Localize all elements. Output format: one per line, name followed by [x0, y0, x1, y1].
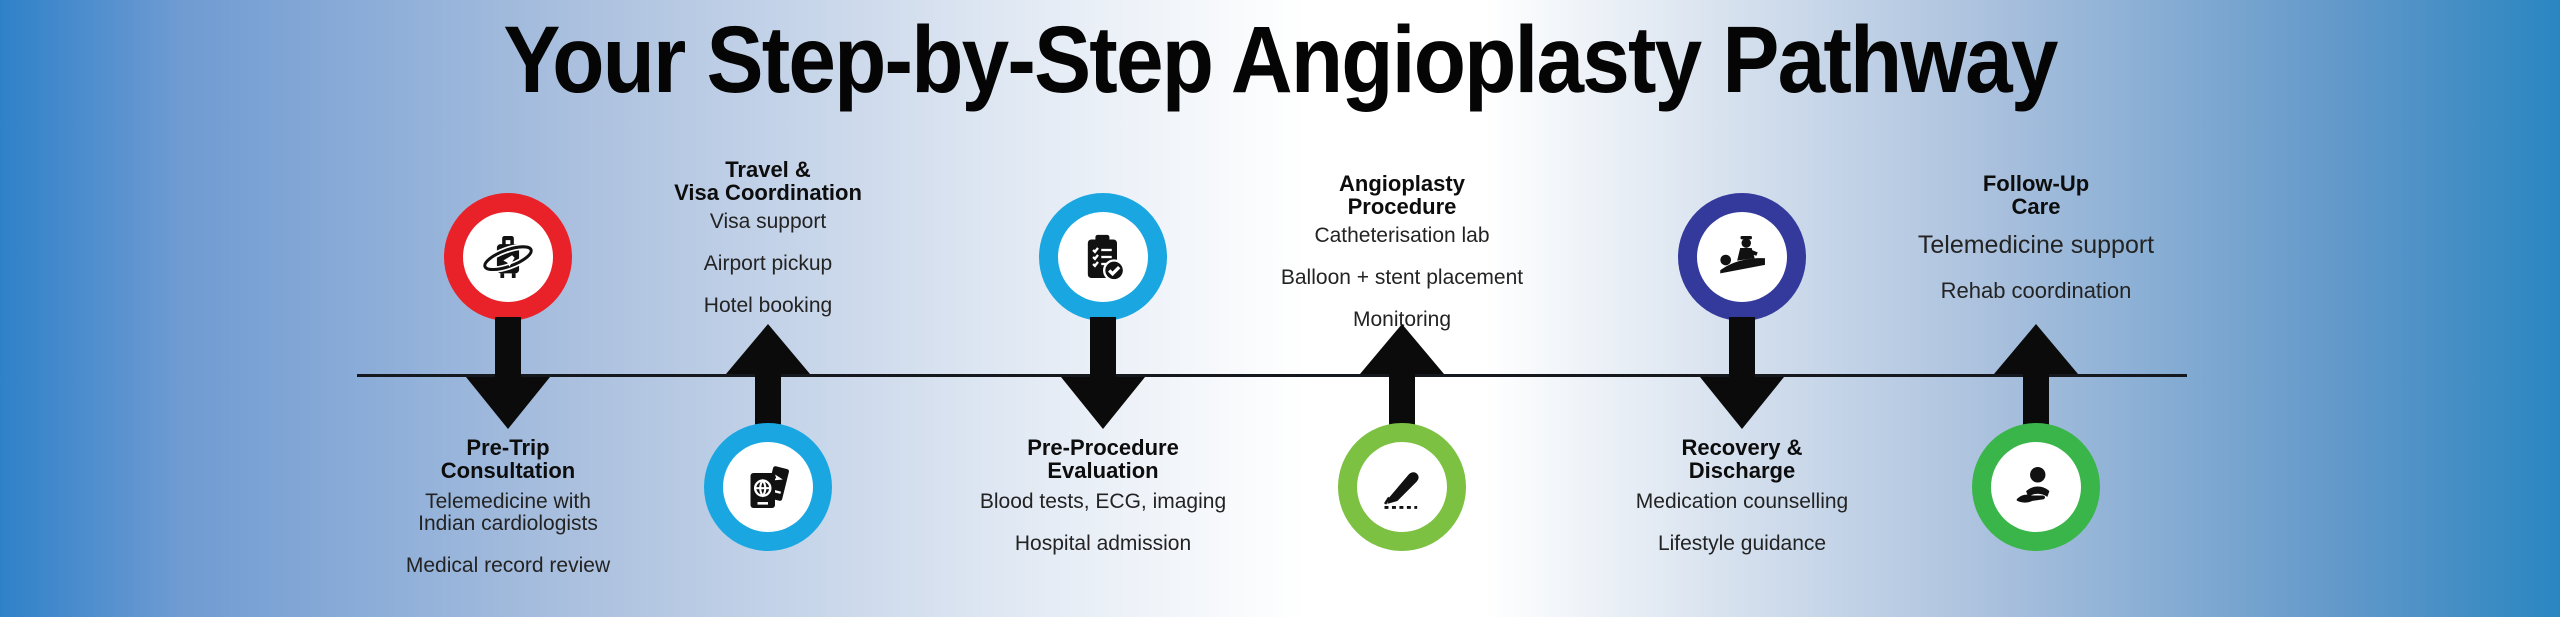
- step-item: Visa support: [709, 210, 827, 233]
- step-circle: [1039, 193, 1167, 321]
- step-item: Blood tests, ECG, imaging: [979, 490, 1227, 513]
- step-item: Hospital admission: [1014, 532, 1192, 555]
- step-title: Pre-Procedure Evaluation: [1027, 435, 1179, 483]
- step-title: Travel & Visa Coordination: [674, 157, 862, 205]
- arrow-stem: [495, 317, 521, 377]
- arrow-down-icon: [466, 377, 550, 429]
- step-circle: [1678, 193, 1806, 321]
- step-title: Follow-Up Care: [1982, 171, 2090, 219]
- step-circle: [704, 423, 832, 551]
- arrow-stem: [1389, 374, 1415, 426]
- step-circle: [444, 193, 572, 321]
- step-item: Hotel booking: [703, 294, 833, 317]
- step-title: Angioplasty Procedure: [1339, 171, 1465, 219]
- step-item: Lifestyle guidance: [1657, 532, 1827, 555]
- step-item: Telemedicine with Indian cardiologists: [418, 490, 598, 535]
- arrow-up-icon: [1360, 324, 1444, 374]
- care-hand-icon: [1991, 442, 2081, 532]
- clipboard-checklist-icon: [1058, 212, 1148, 302]
- signature-icon: [1357, 442, 1447, 532]
- step-circle: [1972, 423, 2100, 551]
- step-item: Airport pickup: [703, 252, 833, 275]
- step-item: Balloon + stent placement: [1280, 266, 1524, 289]
- step-item: Telemedicine support: [1917, 231, 2155, 259]
- step-item: Catheterisation lab: [1314, 224, 1490, 247]
- arrow-down-icon: [1700, 377, 1784, 429]
- step-item: Medication counselling: [1635, 490, 1849, 513]
- page-title: Your Step-by-Step Angioplasty Pathway: [503, 7, 2058, 113]
- timeline-line: [357, 374, 2187, 377]
- patient-bed-icon: [1697, 212, 1787, 302]
- step-item: Medical record review: [405, 554, 611, 577]
- arrow-stem: [755, 374, 781, 426]
- step-title: Pre-Trip Consultation: [440, 435, 576, 483]
- arrow-up-icon: [726, 324, 810, 374]
- arrow-down-icon: [1061, 377, 1145, 429]
- step-circle: [1338, 423, 1466, 551]
- arrow-up-icon: [1994, 324, 2078, 374]
- arrow-stem: [2023, 374, 2049, 426]
- arrow-stem: [1090, 317, 1116, 377]
- arrow-stem: [1729, 317, 1755, 377]
- step-title: Recovery & Discharge: [1681, 435, 1803, 483]
- step-item: Rehab coordination: [1940, 278, 2132, 303]
- travel-luggage-icon: [463, 212, 553, 302]
- passport-ticket-icon: [723, 442, 813, 532]
